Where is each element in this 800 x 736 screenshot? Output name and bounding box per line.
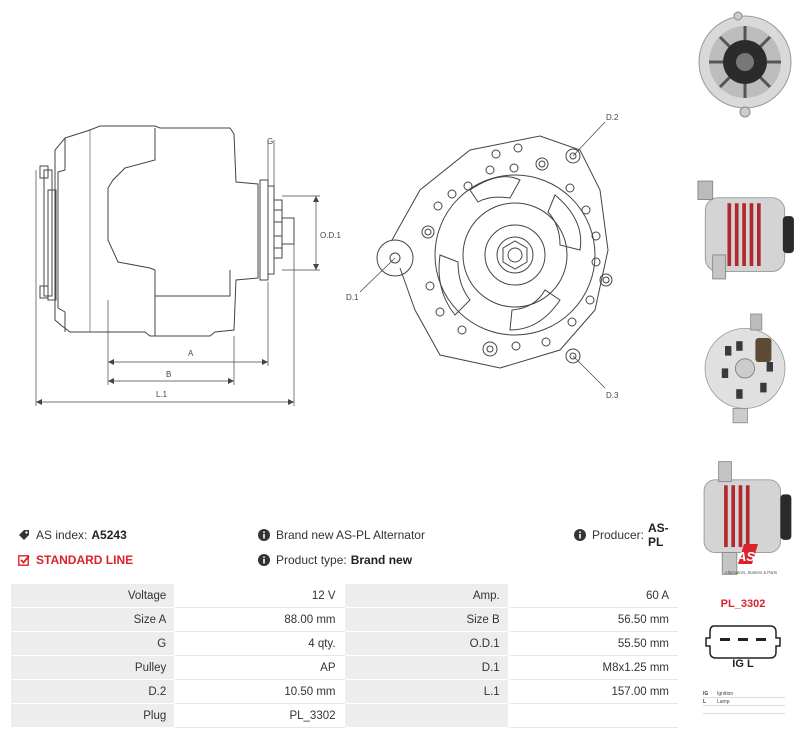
info-row-1: AS index: A5243 Brand new AS-PL Alternat… xyxy=(14,521,684,549)
brand-line: Brand new AS-PL Alternator xyxy=(258,524,425,546)
as-index: AS index: A5243 xyxy=(18,524,127,546)
table-row: Size A 88.00 mm Size B 56.50 mm xyxy=(9,607,679,632)
spec-label: O.D.1 xyxy=(343,631,509,656)
product-type-label: Product type: xyxy=(276,553,347,567)
as-pl-logo: AS Alternators, Starters & Parts xyxy=(725,544,777,575)
standard-line: STANDARD LINE xyxy=(18,549,133,571)
dim-b-label: B xyxy=(166,370,171,379)
spec-label: Plug xyxy=(9,703,176,728)
standard-line-label: STANDARD LINE xyxy=(36,553,134,567)
dim-d3-label: D.3 xyxy=(606,391,619,400)
spec-label: L.1 xyxy=(343,679,509,704)
producer-label: Producer: xyxy=(591,528,645,542)
spec-value: 56.50 mm xyxy=(507,607,679,632)
dim-a-label: A xyxy=(188,349,194,358)
dim-d1-label: D.1 xyxy=(346,293,359,302)
alternator-pulley-photo[interactable] xyxy=(690,458,800,578)
specs-table: Voltage 12 V Amp. 60 A Size A 88.00 mm S… xyxy=(9,583,679,728)
svg-text:AS: AS xyxy=(736,549,755,564)
alternator-connector-photo[interactable] xyxy=(690,306,800,426)
spec-label xyxy=(343,703,509,728)
table-row: G 4 qty. O.D.1 55.50 mm xyxy=(9,631,679,656)
spec-value: M8x1.25 mm xyxy=(507,655,679,680)
plug-title[interactable]: PL_3302 xyxy=(720,598,766,610)
producer: Producer: AS-PL xyxy=(574,521,684,549)
info-row-2: STANDARD LINE Product type: Brand new xyxy=(14,549,684,571)
spec-value: 157.00 mm xyxy=(507,679,679,704)
product-type-value: Brand new xyxy=(350,553,413,567)
spec-value xyxy=(507,703,679,728)
spec-value: 88.00 mm xyxy=(174,607,345,632)
spec-label: G xyxy=(9,631,176,656)
technical-drawing: G O.D.1 A B L.1 xyxy=(35,113,619,406)
brand-label: Brand new AS-PL Alternator xyxy=(276,528,425,542)
tag-icon xyxy=(19,530,29,540)
info-icon xyxy=(258,529,270,541)
producer-value: AS-PL xyxy=(648,521,669,549)
as-index-value: A5243 xyxy=(91,528,127,542)
plug-pins: IG L xyxy=(732,658,754,670)
spec-label: Size B xyxy=(343,607,509,632)
spec-label: Voltage xyxy=(9,583,176,608)
spec-value: 10.50 mm xyxy=(174,679,345,704)
dim-l1-label: L.1 xyxy=(156,390,168,399)
dim-od1-label: O.D.1 xyxy=(320,231,341,240)
spec-value: PL_3302 xyxy=(174,703,345,728)
spec-label: D.2 xyxy=(9,679,176,704)
legend-row xyxy=(703,706,785,714)
spec-value: AP xyxy=(174,655,345,680)
as-index-label: AS index: xyxy=(36,528,88,542)
info-icon xyxy=(574,529,586,541)
info-icon xyxy=(258,554,270,566)
table-row: Plug PL_3302 xyxy=(9,703,679,728)
spec-label: Amp. xyxy=(343,583,509,608)
table-row: D.2 10.50 mm L.1 157.00 mm xyxy=(9,679,679,704)
table-row: Pulley AP D.1 M8x1.25 mm xyxy=(9,655,679,680)
alternator-side-photo[interactable] xyxy=(690,170,800,290)
spec-value: 55.50 mm xyxy=(507,631,679,656)
spec-label: D.1 xyxy=(343,655,509,680)
spec-value: 12 V xyxy=(174,583,345,608)
spec-label: Pulley xyxy=(9,655,176,680)
checkbox-icon xyxy=(18,555,30,566)
table-row: Voltage 12 V Amp. 60 A xyxy=(9,583,679,608)
dim-d2-label: D.2 xyxy=(606,113,619,122)
photo-column xyxy=(690,0,800,736)
spec-value: 60 A xyxy=(507,583,679,608)
svg-text:Alternators, Starters & Parts: Alternators, Starters & Parts xyxy=(725,570,777,575)
dim-g-label: G xyxy=(267,137,273,146)
spec-label: Size A xyxy=(9,607,176,632)
product-type: Product type: Brand new xyxy=(258,549,412,571)
alternator-rear-photo[interactable] xyxy=(690,2,800,122)
plug-connector-icon xyxy=(705,625,781,659)
spec-value: 4 qty. xyxy=(174,631,345,656)
